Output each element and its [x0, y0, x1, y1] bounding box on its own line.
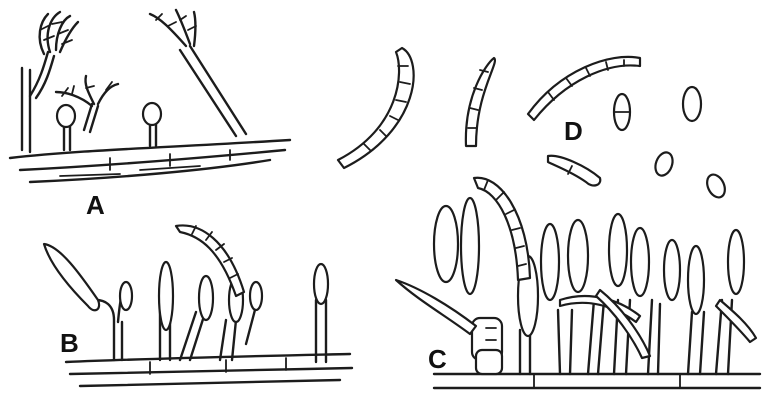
panel-b-drawing	[44, 225, 352, 386]
panel-label-c: C	[428, 344, 447, 374]
panel-label-a: A	[86, 190, 105, 220]
panel-c-phialides	[396, 198, 756, 374]
panel-d-spores	[338, 48, 728, 200]
macroconidium-2	[466, 58, 495, 146]
panel-label-d: D	[564, 116, 583, 146]
panel-c-drawing	[396, 178, 760, 388]
panel-label-b: B	[60, 328, 79, 358]
panel-a-drawing	[10, 10, 290, 182]
